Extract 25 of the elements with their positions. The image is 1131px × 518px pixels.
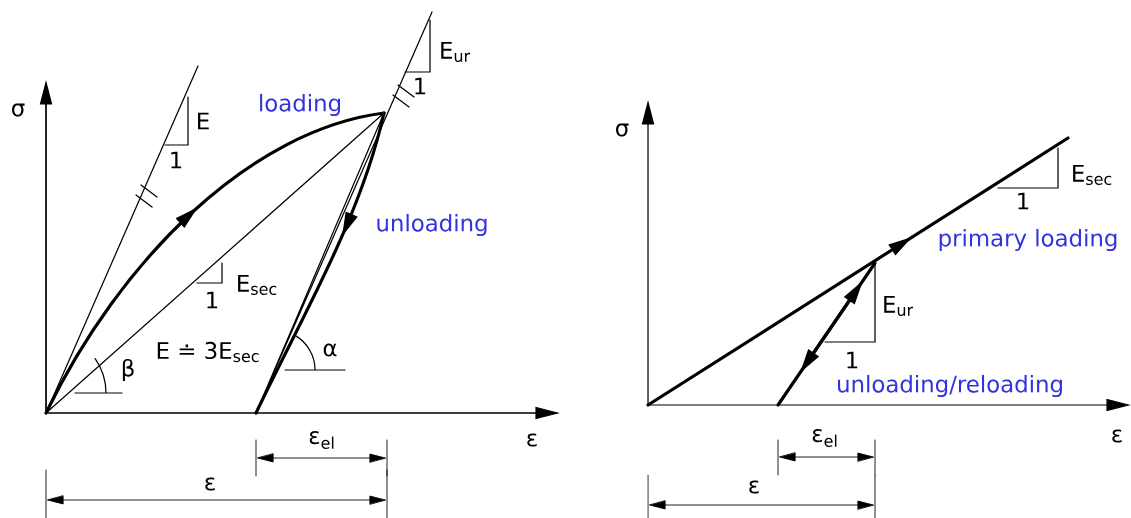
dimension-label: ε$_{el}$	[812, 429, 837, 447]
slope-label: 1	[1018, 192, 1029, 210]
dimension-label: ε$_{el}$	[309, 431, 334, 449]
curve-label: unloading/reloading	[838, 374, 1062, 398]
slope-label: E$_{sec}$	[1073, 165, 1112, 185]
slope-label: 1	[415, 77, 426, 95]
slope-label: 1	[847, 351, 858, 369]
curve-label: primary loading	[939, 228, 1117, 252]
slope-label: E$_{ur}$	[884, 296, 914, 316]
slope-label: 1	[171, 151, 182, 169]
slope-label: E$_{ur}$	[441, 42, 471, 62]
axis-label: ε	[1112, 429, 1122, 443]
axis-label: σ	[12, 103, 25, 117]
slope-label: E$_{sec}$	[238, 275, 277, 295]
equation-label: E ≐ 3E$_{sec}$	[157, 341, 259, 363]
curve-label: loading	[260, 93, 341, 117]
dimension-label: ε	[749, 480, 759, 494]
slope-label: E	[198, 112, 209, 130]
angle-label: β	[122, 358, 134, 382]
angle-label: α	[323, 343, 337, 357]
axis-label: σ	[616, 123, 629, 137]
axis-label: ε	[527, 433, 537, 447]
dimension-label: ε	[205, 477, 215, 491]
curve-label: unloading	[377, 213, 487, 237]
slope-label: 1	[207, 291, 218, 309]
